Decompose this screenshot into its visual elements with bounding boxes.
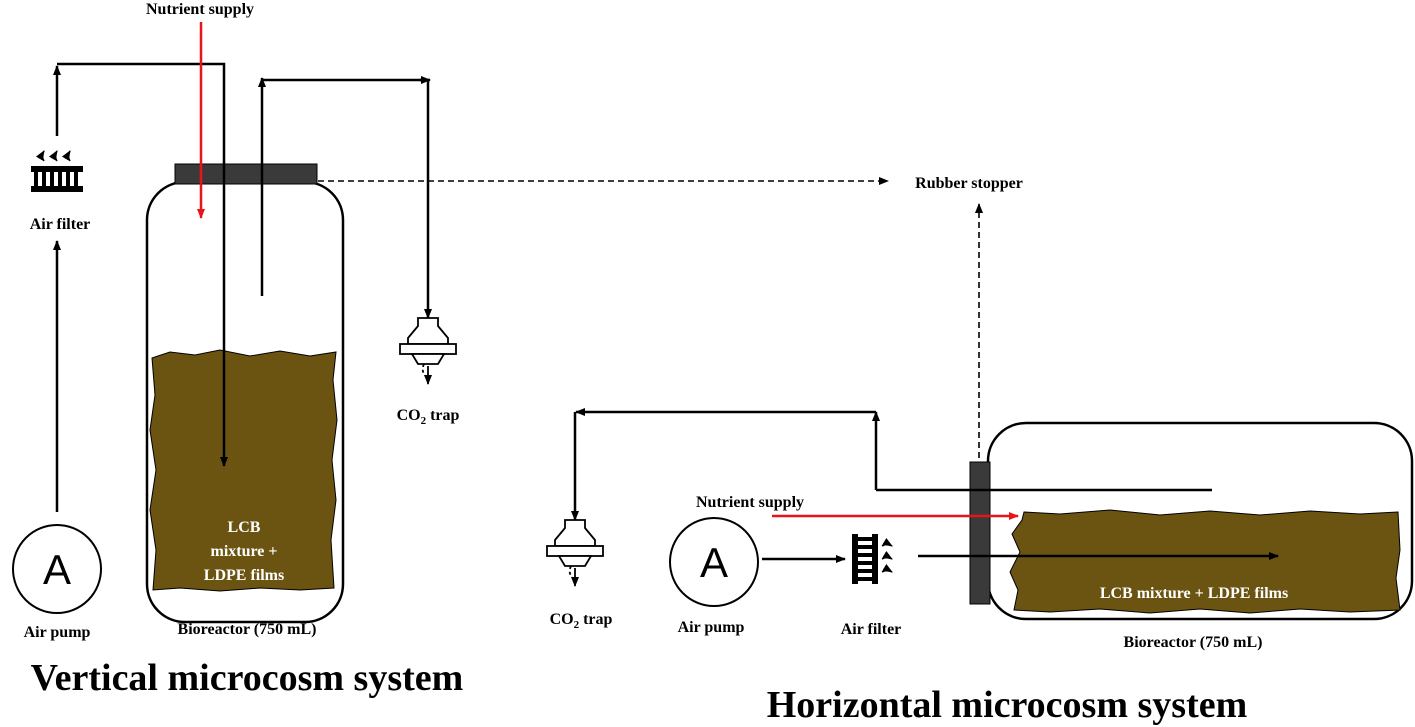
vertical-mixture-line2: mixture +: [210, 543, 277, 560]
horizontal-mixture-label: LCB mixture + LDPE films: [1100, 585, 1288, 602]
vertical-air-pump-icon: [12, 524, 102, 614]
vertical-system: A Air pump Air filter Nutrient supply: [12, 1, 464, 699]
vertical-pump-symbol: A: [43, 546, 71, 593]
vertical-bioreactor-label: Bioreactor (750 mL): [178, 621, 317, 638]
horizontal-nutrient-supply-label: Nutrient supply: [696, 494, 804, 511]
horizontal-pump-symbol: A: [700, 539, 728, 586]
vertical-air-inlet-arrow: [57, 62, 228, 467]
horizontal-air-pump-icon: [669, 517, 759, 607]
vertical-outlet-to-trap-arrow: [262, 78, 432, 319]
vertical-title: Vertical microcosm system: [31, 657, 464, 699]
vertical-air-filter-label: Air filter: [30, 216, 91, 233]
horizontal-air-filter-icon: [852, 534, 893, 584]
horizontal-bioreactor-label: Bioreactor (750 mL): [1124, 634, 1263, 651]
rubber-stopper-callout: Rubber stopper: [318, 175, 1023, 458]
vertical-mixture-line3: LDPE films: [204, 567, 284, 584]
horizontal-co2-trap-icon: [546, 519, 604, 587]
rubber-stopper-label: Rubber stopper: [915, 175, 1023, 192]
vertical-air-filter-icon: [31, 150, 83, 192]
vertical-lcb-mixture: [149, 349, 338, 592]
vertical-rubber-stopper: [174, 163, 318, 185]
horizontal-rubber-stopper: [969, 461, 991, 605]
horizontal-co2-trap-label: CO2 trap: [550, 611, 613, 631]
vertical-co2-trap-label: CO2 trap: [397, 407, 460, 427]
horizontal-title: Horizontal microcosm system: [767, 684, 1248, 726]
horizontal-system: CO2 trap A Air pump Air filter Nutrient …: [546, 408, 1414, 726]
vertical-air-pump-label: Air pump: [24, 624, 91, 641]
horizontal-lcb-mixture: [1009, 509, 1401, 614]
vertical-co2-trap-icon: [399, 317, 457, 385]
horizontal-air-pump-label: Air pump: [678, 619, 745, 636]
vertical-nutrient-supply-label: Nutrient supply: [146, 1, 254, 18]
vertical-mixture-line1: LCB: [228, 519, 261, 536]
horizontal-air-filter-label: Air filter: [841, 621, 902, 638]
